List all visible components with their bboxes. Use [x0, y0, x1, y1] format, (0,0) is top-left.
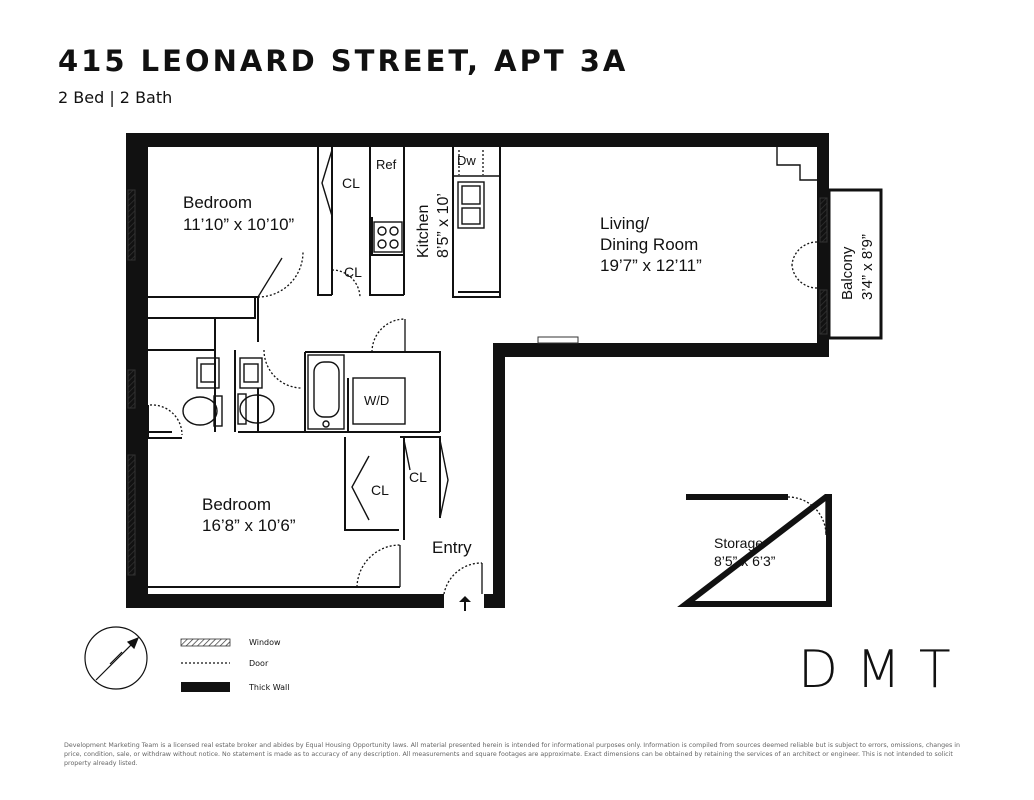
legend-wall-label: Thick Wall [249, 683, 290, 692]
dishwasher-label: Dw [457, 153, 476, 168]
bedroom1-name: Bedroom [183, 193, 252, 212]
balcony-name: Balcony [839, 246, 856, 300]
legend-wall-swatch [181, 682, 230, 692]
closet-label-3: CL [371, 482, 389, 498]
bedroom2-size: 16’8” x 10’6” [202, 516, 296, 535]
kitchen-size: 8’5” x 10’ [435, 193, 452, 258]
interior-walls [147, 147, 501, 588]
legend-window-swatch [180, 638, 231, 647]
entry-arrow-icon [459, 596, 471, 611]
compass-icon [84, 626, 148, 690]
kitchen-name: Kitchen [415, 205, 432, 258]
bath-fixtures [182, 354, 406, 430]
balcony-size: 3’4” x 8’9” [859, 234, 876, 300]
door-swings [149, 150, 818, 595]
legend-window-label: Window [249, 638, 281, 647]
closet-label-2: CL [344, 264, 362, 280]
brand-logo: DMT [798, 640, 969, 700]
storage-room [677, 494, 832, 607]
storage-size: 8’5” x 6’3” [714, 553, 776, 569]
bedroom2-name: Bedroom [202, 495, 271, 514]
exterior-walls [126, 133, 829, 608]
disclaimer: Development Marketing Team is a licensed… [64, 742, 961, 767]
living-size: 19’7” x 12’11” [600, 256, 702, 275]
closet-doors [321, 147, 817, 521]
page-subtitle: 2 Bed | 2 Bath [58, 88, 173, 107]
page-title: 415 LEONARD STREET, APT 3A [58, 44, 629, 78]
washer-dryer-label: W/D [364, 393, 389, 408]
kitchen-fixtures [373, 175, 500, 253]
closet-label-4: CL [409, 469, 427, 485]
living-name2: Dining Room [600, 235, 698, 254]
windows [127, 189, 828, 576]
balcony-outline [827, 188, 883, 340]
refrigerator-label: Ref [376, 157, 397, 172]
legend-door-label: Door [249, 659, 269, 668]
living-name1: Living/ [600, 214, 649, 233]
entry-label: Entry [432, 538, 472, 557]
bedroom1-size: 11’10” x 10’10” [183, 215, 295, 234]
storage-name: Storage [714, 535, 763, 551]
closet-label-1: CL [342, 175, 360, 191]
